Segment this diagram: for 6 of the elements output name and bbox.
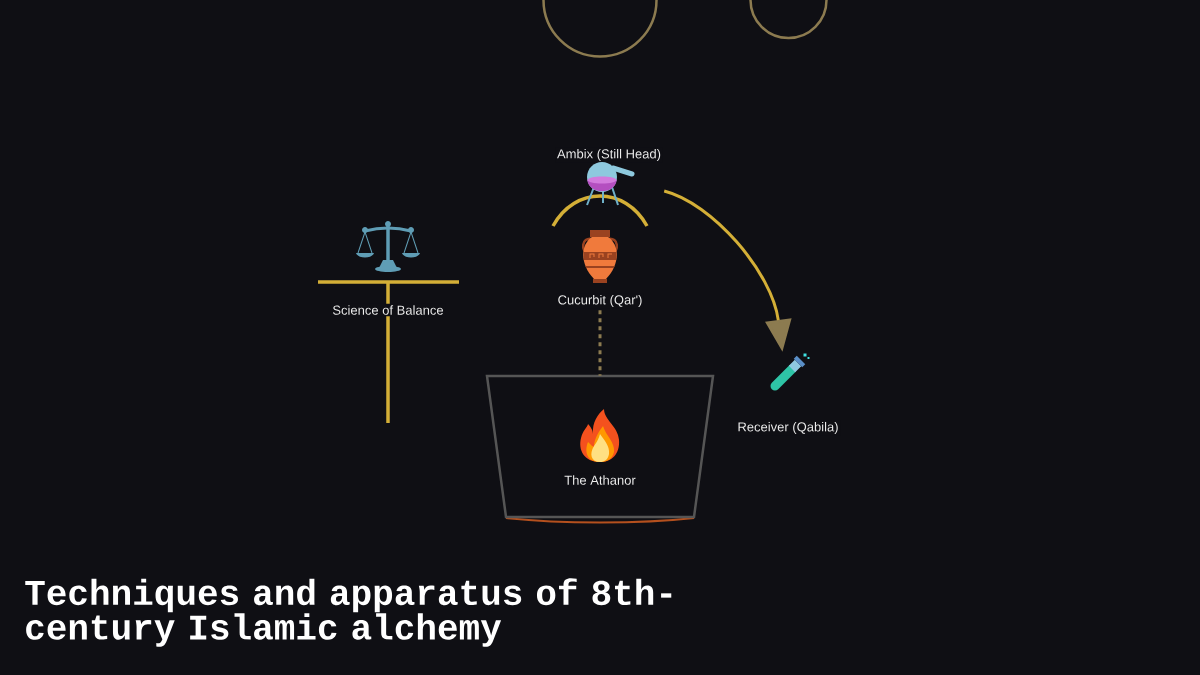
title: Techniques and apparatus of 8th-century Islamic alchemy <box>25 578 672 647</box>
node-label: Ambix (Still Head) <box>555 147 663 163</box>
node-label: Cucurbit (Qar') <box>556 293 644 309</box>
furnace-box: The Athanor <box>485 374 715 519</box>
dotted-line <box>598 310 602 376</box>
node-label: Receiver (Qabila) <box>735 420 841 436</box>
